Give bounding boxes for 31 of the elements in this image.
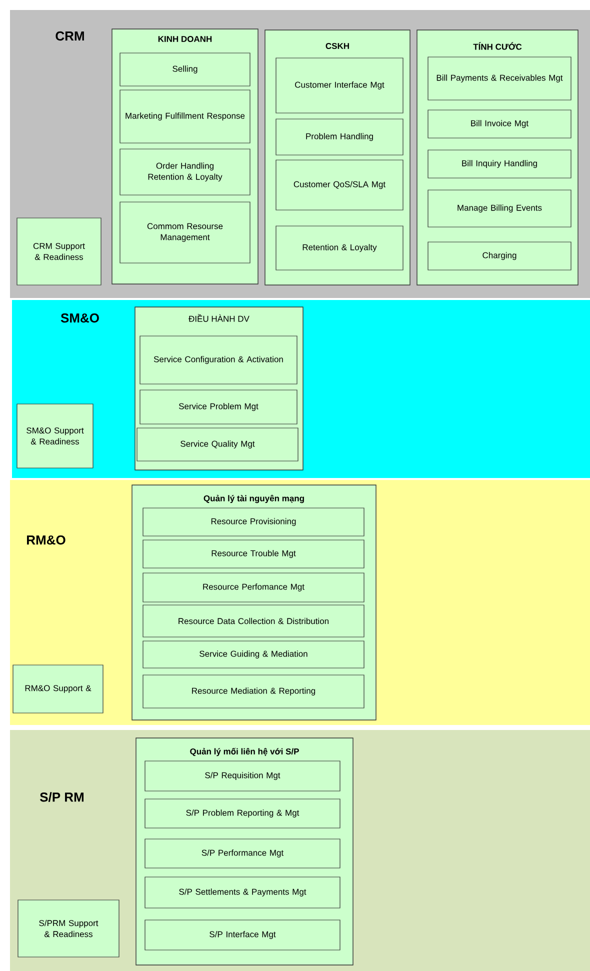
process-box: S/P Settlements & Payments Mgt [144,876,340,908]
process-box: Retention & Loyalty [276,226,404,270]
process-box: Resource Trouble Mgt [142,540,364,568]
process-box: Service Configuration & Activation [140,336,298,384]
process-box: Resource Data Collection & Distribution [142,604,364,638]
process-box: Bill Invoice Mgt [428,110,572,138]
process-box: Bill Payments & Receivables Mgt [428,56,572,100]
process-box: S/P Interface Mgt [144,920,340,950]
process-box: Resource Mediation & Reporting [142,674,364,708]
process-box: Customer QoS/SLA Mgt [276,160,404,210]
process-box: S/P Performance Mgt [144,838,340,868]
process-box: Service Problem Mgt [140,390,298,424]
process-box: Resource Perfomance Mgt [142,572,364,602]
process-box: Charging [428,242,572,270]
process-box: Problem Handling [276,118,404,156]
process-box: S/PRM Support & Readiness [18,900,120,958]
process-box: S/P Requisition Mgt [144,760,340,792]
process-box: Resource Provisioning [142,508,364,536]
process-box: Service Quality Mgt [136,428,298,462]
process-box: Manage Billing Events [428,190,572,228]
process-box: Bill Inquiry Handling [428,150,572,178]
process-box: Service Guiding & Mediation [142,640,364,668]
process-box: Selling [120,52,250,86]
process-box: S/P Problem Reporting & Mgt [144,798,340,828]
process-box: RM&O Support & [12,664,104,714]
process-box: Customer Interface Mgt [276,58,404,114]
process-box: Marketing Fulfillment Response [120,90,250,144]
process-box: CRM Support & Readiness [16,218,102,286]
process-box: Commom Resourse Management [120,202,250,264]
process-box: SM&O Support & Readiness [16,404,94,468]
process-box: Order Handling Retention & Loyalty [120,148,250,196]
